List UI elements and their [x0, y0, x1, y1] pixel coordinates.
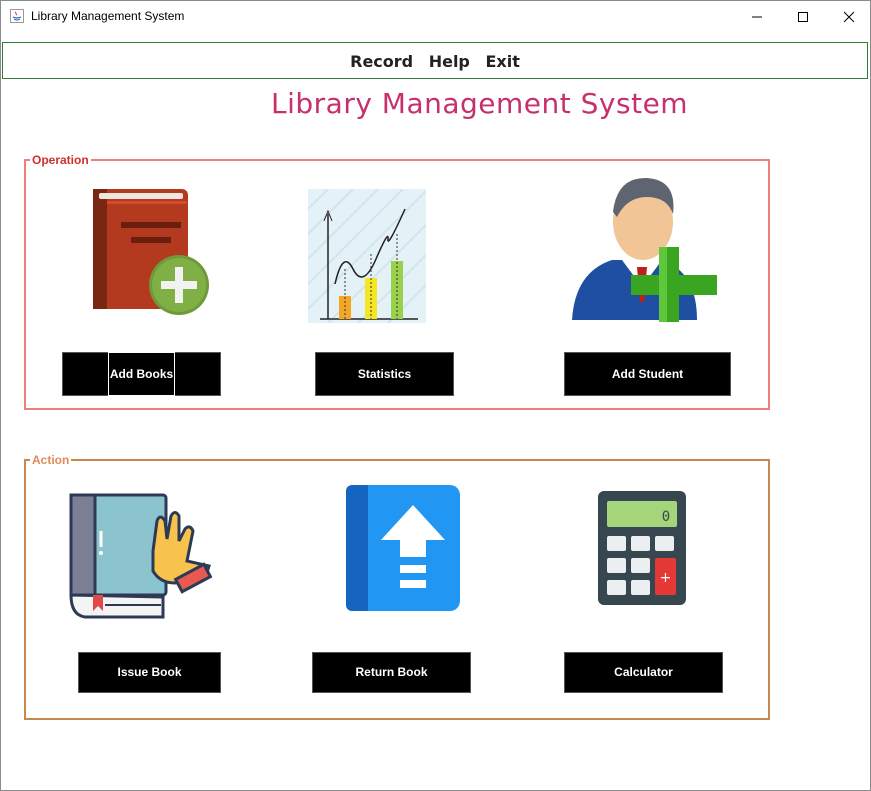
close-button[interactable]: [826, 1, 871, 33]
maximize-icon: [798, 12, 808, 22]
issue-book-button[interactable]: Issue Book: [78, 652, 221, 693]
statistics-label: Statistics: [357, 367, 412, 381]
menu-record[interactable]: Record: [350, 52, 414, 71]
statistics-chart-icon: [308, 189, 426, 323]
operation-panel: Operation: [24, 153, 770, 410]
calculator-label: Calculator: [614, 665, 673, 679]
book-add-icon: [93, 189, 209, 315]
calculator-button[interactable]: Calculator: [564, 652, 723, 693]
return-book-label: Return Book: [355, 665, 428, 679]
issue-book-icon: [69, 493, 213, 619]
title-bar: Library Management System: [1, 1, 870, 33]
return-book-button[interactable]: Return Book: [312, 652, 471, 693]
student-add-icon: [572, 177, 717, 322]
window-title: Library Management System: [31, 9, 185, 23]
issue-book-label: Issue Book: [117, 665, 182, 679]
page-title: Library Management System: [271, 87, 689, 120]
return-book-icon: [346, 485, 460, 611]
minimize-button[interactable]: [734, 1, 780, 33]
menu-bar: Record Help Exit: [2, 42, 868, 79]
minimize-icon: [752, 16, 762, 18]
maximize-button[interactable]: [780, 1, 826, 33]
action-legend: Action: [30, 453, 72, 467]
add-books-button[interactable]: Add Books: [62, 352, 221, 396]
calculator-icon: 0 +: [598, 491, 686, 605]
operation-legend: Operation: [30, 153, 91, 167]
menu-exit[interactable]: Exit: [485, 52, 520, 71]
add-student-button[interactable]: Add Student: [564, 352, 731, 396]
action-panel: Action: [24, 453, 770, 720]
java-icon: [10, 9, 24, 23]
add-books-label: Add Books: [107, 352, 176, 396]
close-icon: [843, 11, 855, 23]
menu-help[interactable]: Help: [428, 52, 470, 71]
svg-text:0: 0: [662, 509, 670, 525]
statistics-button[interactable]: Statistics: [315, 352, 454, 396]
add-student-label: Add Student: [611, 367, 684, 381]
svg-text:+: +: [660, 570, 672, 586]
